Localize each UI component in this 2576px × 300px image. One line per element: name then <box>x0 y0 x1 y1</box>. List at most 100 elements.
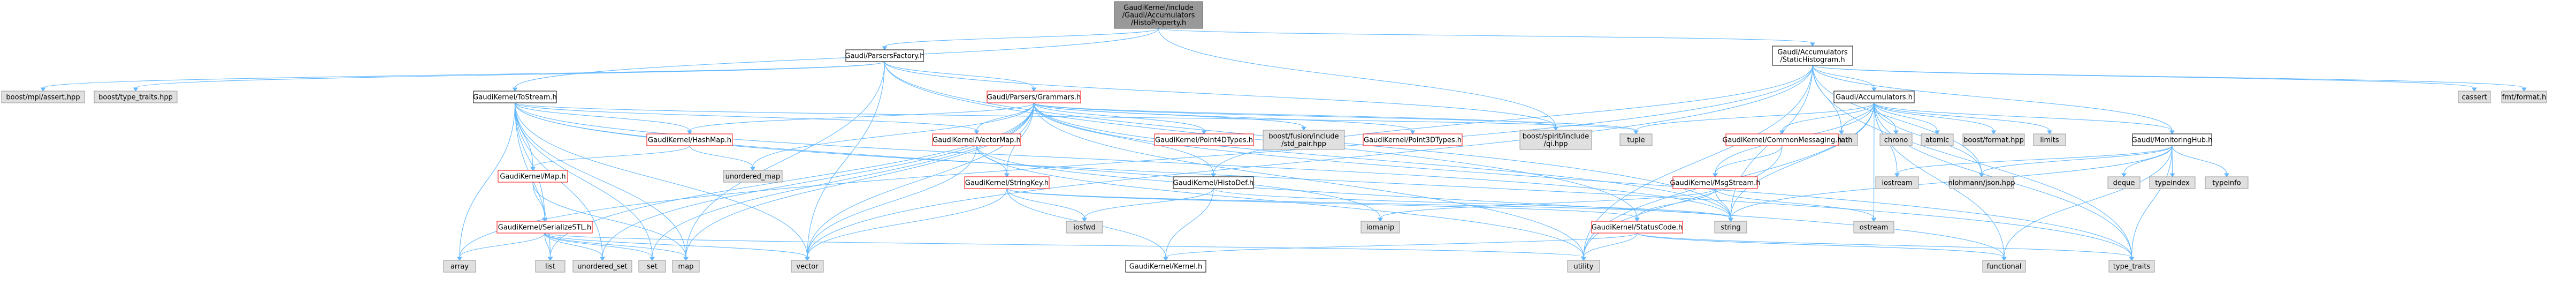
node-box <box>535 260 565 273</box>
edge-root-to-parsersfactory <box>882 28 1159 50</box>
node-box <box>638 260 666 273</box>
node-box <box>2205 176 2249 189</box>
node-monitoringhub[interactable]: Gaudi/MonitoringHub.h <box>2132 133 2213 146</box>
node-accumulators[interactable]: Gaudi/Accumulators.h <box>1833 91 1915 103</box>
edge-grammars-to-vectormap <box>974 102 1035 134</box>
edge-arrowhead <box>1410 130 1416 134</box>
edge-line <box>1006 188 1085 219</box>
edge-arrowhead <box>1581 257 1586 261</box>
node-box <box>791 260 824 273</box>
edge-accumulators-to-boost_format <box>1874 102 1997 134</box>
node-statuscode[interactable]: GaudiKernel/StatusCode.h <box>1591 221 1683 234</box>
edge-arrowhead <box>1201 130 1207 134</box>
edge-arrowhead <box>1004 173 1010 177</box>
node-type-traits-hpp: boost/type_traits.hpp <box>94 91 178 103</box>
node-label: functional <box>1987 263 2022 271</box>
node-label: unordered_set <box>577 263 627 271</box>
node-msgstream[interactable]: GaudiKernel/MsgStream.h <box>1670 176 1761 189</box>
node-label: /qi.hpp <box>1543 140 1568 148</box>
node-label: iostream <box>1882 179 1912 188</box>
edge-arrowhead <box>1163 257 1168 261</box>
edge-statuscode-to-functional <box>1637 232 2007 261</box>
edge-root-to-spirit <box>1158 28 1558 131</box>
node-map-h[interactable]: GaudiKernel/Map.h <box>498 170 568 183</box>
node-list: list <box>535 260 565 273</box>
node-kernel[interactable]: GaudiKernel/Kernel.h <box>1125 260 1206 273</box>
node-box <box>1360 221 1400 234</box>
node-box <box>1982 260 2026 273</box>
edge-line <box>1033 102 1413 131</box>
node-spirit: boost/spirit/include/qi.hpp <box>1519 130 1592 150</box>
edge-arrowhead <box>1871 87 1877 92</box>
node-layer: GaudiKernel/include/Gaudi/Accumulators/H… <box>1 1 2547 273</box>
node-limits: limits <box>2033 133 2066 146</box>
node-tostream[interactable]: GaudiKernel/ToStream.h <box>473 91 557 103</box>
node-box <box>723 170 783 183</box>
node-serializestl[interactable]: GaudiKernel/SerializeSTL.h <box>496 221 593 234</box>
edge-line <box>976 102 1035 131</box>
edge-serializestl-to-list <box>544 232 553 261</box>
node-label: typeindex <box>2155 179 2190 188</box>
node-hashmap[interactable]: GaudiKernel/HashMap.h <box>646 133 733 146</box>
edge-stringkey-to-string <box>1006 188 1733 222</box>
node-label: GaudiKernel/MsgStream.h <box>1670 179 1760 188</box>
node-label: Gaudi/Accumulators <box>1777 49 1848 57</box>
node-vectormap[interactable]: GaudiKernel/VectorMap.h <box>932 133 1021 146</box>
edge-line <box>514 28 1159 88</box>
edge-line <box>807 65 1813 258</box>
node-box <box>1833 91 1915 103</box>
node-histodef[interactable]: GaudiKernel/HistoDef.h <box>1173 176 1254 189</box>
edge-arrowhead <box>133 87 139 92</box>
node-point3d[interactable]: GaudiKernel/Point3DTypes.h <box>1363 133 1463 146</box>
edge-root-to-tostream <box>512 28 1159 92</box>
edge-line <box>652 102 1035 258</box>
edge-parsersfactory-to-mpl_assert <box>40 61 885 92</box>
edge-arrowhead <box>683 257 689 261</box>
edge-line <box>544 232 653 258</box>
edge-arrowhead <box>512 87 518 92</box>
node-label: GaudiKernel/HistoDef.h <box>1173 179 1254 188</box>
node-iosfwd: iosfwd <box>1066 221 1103 234</box>
node-root[interactable]: GaudiKernel/include/Gaudi/Accumulators/H… <box>1114 1 1203 29</box>
edge-line <box>1033 102 1214 174</box>
edge-arrowhead <box>2169 130 2175 134</box>
edge-line <box>1033 102 1637 131</box>
edge-line <box>1165 232 1638 258</box>
node-box <box>1962 133 2025 146</box>
node-parsersfactory[interactable]: Gaudi/ParsersFactory.h <box>845 49 924 62</box>
node-label: tuple <box>1627 137 1645 145</box>
edge-accumulators-to-monitoringhub <box>1874 102 2175 134</box>
node-box <box>1619 133 1653 146</box>
edge-line <box>1812 65 2475 88</box>
node-grammars[interactable]: Gaudi/Parsers/Grammars.h <box>987 91 1081 103</box>
node-label: map <box>678 263 694 271</box>
node-unordered-set: unordered_set <box>572 260 632 273</box>
node-label: string <box>1721 224 1740 232</box>
edge-accumulators-to-atomic <box>1874 102 1940 134</box>
node-stringkey[interactable]: GaudiKernel/StringKey.h <box>964 176 1050 189</box>
edge-arrowhead <box>530 167 536 171</box>
node-box <box>572 260 632 273</box>
edge-line <box>1715 188 1875 219</box>
edge-line <box>1812 65 2173 131</box>
edge-line <box>1637 232 2132 258</box>
edge-line <box>1874 102 1994 131</box>
node-box <box>2108 260 2155 273</box>
node-box <box>2458 91 2491 103</box>
node-point4d[interactable]: GaudiKernel/Point4DTypes.h <box>1154 133 1254 146</box>
edge-line <box>1635 102 1875 131</box>
node-fmt-format: fmt/format.h <box>2501 91 2547 103</box>
edge-line <box>884 61 1556 128</box>
edge-line <box>1715 145 1783 174</box>
edge-line <box>1033 102 1731 219</box>
edge-grammars-to-point4d <box>1033 102 1207 134</box>
node-statichisto[interactable]: Gaudi/Accumulators/StaticHistogram.h <box>1772 46 1853 66</box>
edge-arrowhead <box>2224 173 2229 177</box>
node-commonmsg[interactable]: GaudiKernel/CommonMessaging.h <box>1722 133 1842 146</box>
edge-arrowhead <box>1634 218 1640 222</box>
edge-line <box>807 102 1035 258</box>
edge-line <box>884 28 1159 47</box>
node-label: list <box>545 263 555 271</box>
edge-line <box>1730 102 1875 219</box>
edge-statuscode-to-type_traits <box>1637 232 2135 261</box>
